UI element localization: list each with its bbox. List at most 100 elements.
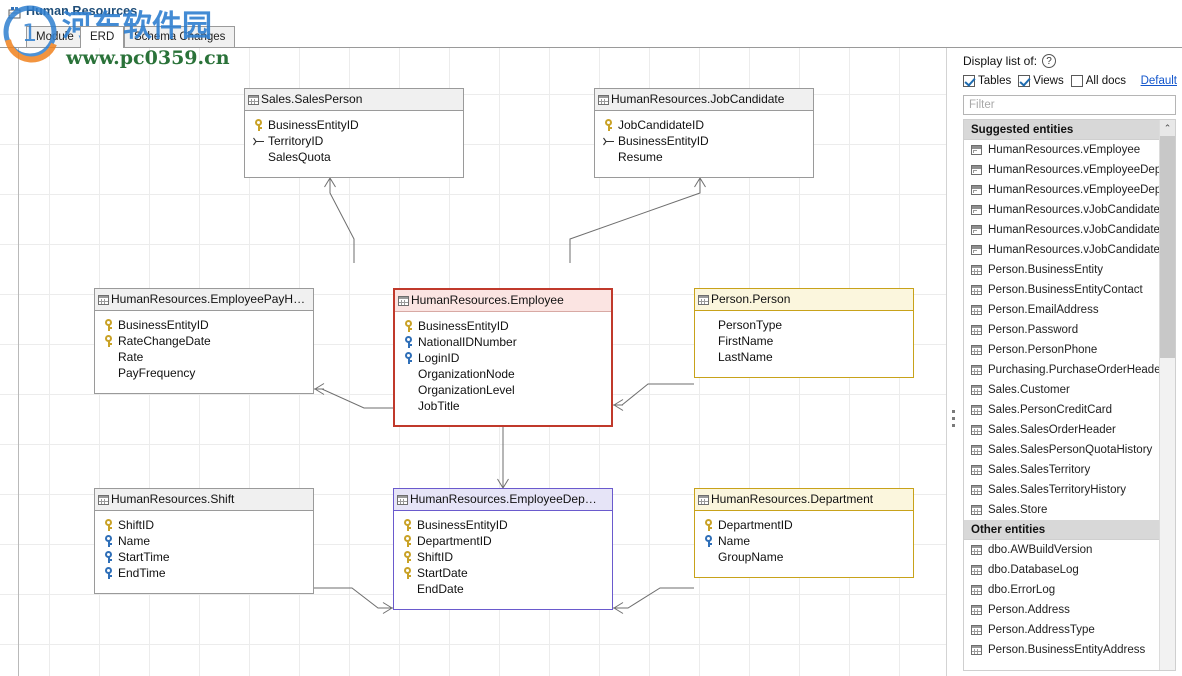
list-item[interactable]: Sales.SalesPersonQuotaHistory: [964, 440, 1175, 460]
entity-field[interactable]: ShiftID: [95, 517, 313, 533]
checkbox-views[interactable]: Views: [1018, 75, 1064, 87]
entity-field[interactable]: NationalIDNumber: [395, 334, 611, 350]
list-item[interactable]: dbo.AWBuildVersion: [964, 540, 1175, 560]
entity-field[interactable]: BusinessEntityID: [245, 117, 463, 133]
list-item[interactable]: Person.EmailAddress: [964, 300, 1175, 320]
entity-header[interactable]: HumanResources.EmployeeDep…: [394, 489, 612, 511]
scroll-up-arrow-icon[interactable]: ⌃: [1160, 120, 1175, 136]
checkbox-all-docs-box[interactable]: [1070, 75, 1083, 87]
unique-key-icon: [402, 335, 416, 349]
checkbox-views-label: Views: [1033, 75, 1064, 87]
entity-field[interactable]: RateChangeDate: [95, 333, 313, 349]
entity-field[interactable]: TerritoryID: [245, 133, 463, 149]
list-item[interactable]: HumanResources.vJobCandidate…: [964, 240, 1175, 260]
list-item[interactable]: HumanResources.vEmployeeDep…: [964, 180, 1175, 200]
entity-field[interactable]: BusinessEntityID: [395, 318, 611, 334]
entity-field[interactable]: FirstName: [695, 333, 913, 349]
entity-box-hr-employeedepartmenthistory[interactable]: HumanResources.EmployeeDep… BusinessEntit…: [393, 488, 613, 610]
checkbox-views-box[interactable]: [1018, 75, 1031, 87]
list-item-label: Sales.PersonCreditCard: [988, 404, 1113, 416]
list-item[interactable]: Sales.SalesTerritory: [964, 460, 1175, 480]
list-item[interactable]: Sales.Store: [964, 500, 1175, 520]
list-item[interactable]: Purchasing.PurchaseOrderHeader: [964, 360, 1175, 380]
entity-field[interactable]: EndDate: [394, 581, 612, 597]
list-item-label: Person.Address: [988, 604, 1070, 616]
list-item[interactable]: HumanResources.vEmployeeDep…: [964, 160, 1175, 180]
entity-header[interactable]: HumanResources.Employee: [395, 290, 611, 312]
list-item[interactable]: dbo.ErrorLog: [964, 580, 1175, 600]
entity-field[interactable]: Name: [695, 533, 913, 549]
entity-header[interactable]: Person.Person: [695, 289, 913, 311]
entity-field[interactable]: PersonType: [695, 317, 913, 333]
entity-field[interactable]: StartDate: [394, 565, 612, 581]
primary-key-icon: [602, 118, 616, 132]
scrollbar-thumb[interactable]: [1160, 136, 1175, 358]
field-no-key-spacer: [702, 550, 716, 564]
entity-list-scrollbar[interactable]: ⌃: [1159, 120, 1175, 670]
entity-field[interactable]: StartTime: [95, 549, 313, 565]
table-icon: [971, 485, 982, 495]
entity-field[interactable]: BusinessEntityID: [595, 133, 813, 149]
entity-field[interactable]: PayFrequency: [95, 365, 313, 381]
list-item[interactable]: Sales.Customer: [964, 380, 1175, 400]
field-name: BusinessEntityID: [418, 319, 509, 333]
list-item[interactable]: dbo.DatabaseLog: [964, 560, 1175, 580]
entity-field[interactable]: SalesQuota: [245, 149, 463, 165]
checkbox-all-docs[interactable]: All docs: [1070, 75, 1126, 87]
list-item[interactable]: HumanResources.vJobCandidate: [964, 200, 1175, 220]
entity-header[interactable]: HumanResources.Shift: [95, 489, 313, 511]
list-item[interactable]: HumanResources.vJobCandidate…: [964, 220, 1175, 240]
checkbox-tables[interactable]: Tables: [963, 75, 1011, 87]
entity-field[interactable]: ShiftID: [394, 549, 612, 565]
entity-header[interactable]: HumanResources.Department: [695, 489, 913, 511]
list-item[interactable]: Person.Password: [964, 320, 1175, 340]
list-item[interactable]: Person.PersonPhone: [964, 340, 1175, 360]
checkbox-tables-box[interactable]: [963, 75, 975, 87]
list-item[interactable]: HumanResources.vEmployee: [964, 140, 1175, 160]
entity-field[interactable]: GroupName: [695, 549, 913, 565]
list-item[interactable]: Sales.SalesOrderHeader: [964, 420, 1175, 440]
entity-field[interactable]: BusinessEntityID: [394, 517, 612, 533]
tab-erd[interactable]: ERD: [80, 26, 125, 48]
default-link[interactable]: Default: [1140, 75, 1177, 87]
entity-field[interactable]: JobTitle: [395, 398, 611, 414]
entity-field[interactable]: OrganizationLevel: [395, 382, 611, 398]
list-item[interactable]: Person.AddressType: [964, 620, 1175, 640]
filter-input[interactable]: Filter: [963, 95, 1176, 115]
entity-field[interactable]: Rate: [95, 349, 313, 365]
entity-field[interactable]: DepartmentID: [394, 533, 612, 549]
table-icon: [971, 545, 982, 555]
list-item[interactable]: Person.BusinessEntityAddress: [964, 640, 1175, 660]
list-item[interactable]: Person.BusinessEntity: [964, 260, 1175, 280]
tab-strip: Module ERD Schema Changes: [0, 26, 1182, 48]
list-item[interactable]: Sales.SalesTerritoryHistory: [964, 480, 1175, 500]
tab-module[interactable]: Module: [26, 26, 84, 47]
list-item[interactable]: Sales.PersonCreditCard: [964, 400, 1175, 420]
entity-field[interactable]: LoginID: [395, 350, 611, 366]
entity-field[interactable]: LastName: [695, 349, 913, 365]
entity-field[interactable]: JobCandidateID: [595, 117, 813, 133]
entity-field[interactable]: BusinessEntityID: [95, 317, 313, 333]
entity-field[interactable]: Resume: [595, 149, 813, 165]
list-item[interactable]: Person.BusinessEntityContact: [964, 280, 1175, 300]
list-item[interactable]: Person.Address: [964, 600, 1175, 620]
entity-field[interactable]: Name: [95, 533, 313, 549]
entity-box-hr-employeepayhistory[interactable]: HumanResources.EmployeePayH… BusinessEnti…: [94, 288, 314, 394]
entity-header[interactable]: HumanResources.JobCandidate: [595, 89, 813, 111]
entity-field[interactable]: OrganizationNode: [395, 366, 611, 382]
entity-field[interactable]: EndTime: [95, 565, 313, 581]
entity-header[interactable]: HumanResources.EmployeePayH…: [95, 289, 313, 311]
tab-schema-changes[interactable]: Schema Changes: [124, 26, 236, 47]
entity-field[interactable]: DepartmentID: [695, 517, 913, 533]
entity-header[interactable]: Sales.SalesPerson: [245, 89, 463, 111]
help-icon[interactable]: ?: [1042, 54, 1057, 68]
